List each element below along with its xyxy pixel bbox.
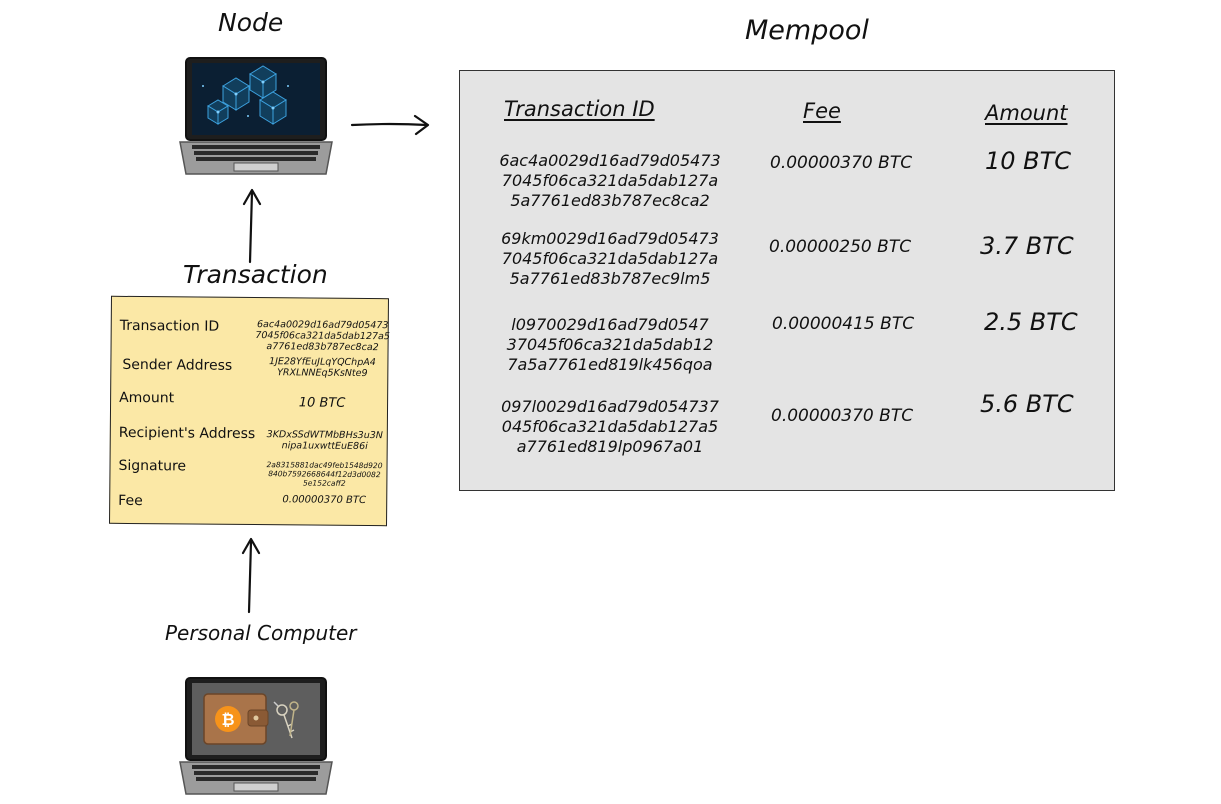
keys-icon — [273, 701, 299, 739]
mempool-fee: 0.00000415 BTC — [772, 314, 915, 334]
svg-text:₿: ₿ — [221, 710, 234, 729]
card-value-transaction-id: 6ac4a0029d16ad79d05473 7045f06ca321da5da… — [255, 319, 390, 354]
transaction-card: Transaction ID 6ac4a0029d16ad79d05473 70… — [109, 295, 390, 527]
card-label-recipient-address: Recipient's Address — [118, 424, 256, 443]
card-label-signature: Signature — [118, 457, 187, 475]
laptop-wallet-icon: ₿ — [178, 676, 334, 802]
mempool-header-amount: Amount — [985, 101, 1068, 125]
mempool-tx-id: 6ac4a0029d16ad79d05473 7045f06ca321da5da… — [499, 151, 721, 210]
transaction-title: Transaction — [183, 260, 328, 289]
mempool-header-fee: Fee — [803, 99, 841, 123]
mempool-amount: 3.7 BTC — [980, 232, 1074, 260]
card-label-sender-address: Sender Address — [122, 356, 233, 374]
mempool-amount: 10 BTC — [985, 147, 1072, 175]
card-label-transaction-id: Transaction ID — [119, 317, 220, 335]
node-title: Node — [218, 8, 284, 37]
card-value-recipient-address: 3KDxSSdWTMbBHs3u3N nipa1uxwttEuE86i — [266, 429, 383, 453]
card-value-amount: 10 BTC — [298, 395, 346, 411]
card-value-signature: 2a8315881dac49feb1548d920 840b7592668644… — [266, 460, 383, 488]
card-value-fee: 0.00000370 BTC — [282, 494, 367, 507]
card-value-sender-address: 1JE28YfEuJLqYQChpA4 YRXLNNEq5KsNte9 — [269, 356, 376, 380]
mempool-amount: 2.5 BTC — [984, 308, 1078, 336]
mempool-header-id: Transaction ID — [504, 97, 655, 121]
card-label-amount: Amount — [119, 389, 175, 407]
mempool-fee: 0.00000370 BTC — [770, 153, 913, 173]
mempool-fee: 0.00000370 BTC — [771, 406, 914, 426]
bitcoin-icon: ₿ — [215, 706, 241, 732]
mempool-tx-id: 69km0029d16ad79d05473 7045f06ca321da5dab… — [501, 229, 719, 288]
mempool-tx-id: l0970029d16ad79d0547 37045f06ca321da5dab… — [506, 315, 714, 374]
mempool-table: Transaction ID Fee Amount 6ac4a0029d16ad… — [459, 70, 1115, 491]
mempool-title: Mempool — [745, 15, 869, 46]
mempool-tx-id: 097l0029d16ad79d054737 045f06ca321da5dab… — [501, 397, 719, 456]
laptop-blockchain-icon — [178, 56, 334, 182]
personal-computer-title: Personal Computer — [165, 621, 357, 645]
mempool-amount: 5.6 BTC — [980, 390, 1074, 418]
card-label-fee: Fee — [118, 492, 143, 510]
mempool-fee: 0.00000250 BTC — [769, 237, 912, 257]
